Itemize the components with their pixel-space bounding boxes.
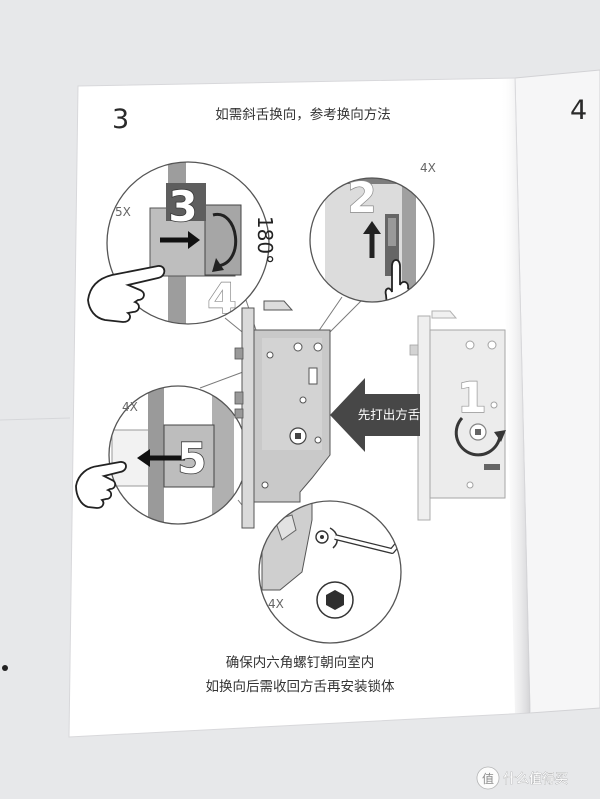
latch-tab [234, 347, 244, 360]
right-page-number: 4 [570, 95, 587, 126]
hex-key-icon [334, 535, 399, 553]
connector-line [199, 371, 244, 389]
left-arrow-icon [330, 378, 420, 452]
step-3-scale: 5X [115, 205, 131, 219]
callout-circle [106, 161, 270, 325]
callout-step-3: 4 3 180° 5X [87, 161, 277, 325]
lock-body-section [212, 388, 234, 523]
screw-hole [293, 342, 303, 352]
watermark-text: 什么值得买 [503, 771, 568, 787]
bolt-marker [484, 464, 500, 470]
cam-slot [308, 367, 318, 385]
step-5-scale: 4X [122, 400, 138, 414]
faceplate-hook [263, 300, 294, 311]
lock-case [429, 329, 506, 499]
faceplate-hook [431, 310, 458, 319]
rotate-arrow-icon [454, 416, 502, 457]
door-frame-top [310, 178, 434, 184]
spindle-square [295, 433, 301, 439]
screw-hole [465, 340, 475, 350]
screw-hole [299, 396, 307, 404]
pointing-hand-icon [75, 461, 127, 509]
page-heading: 如需斜舌换向，参考换向方法 [215, 106, 391, 123]
hex-socket-icon [326, 590, 344, 610]
up-arrow-icon [363, 221, 381, 234]
door-edge [148, 386, 164, 524]
callout-step-2: 2 4X [309, 161, 436, 303]
lock-body-ghost: 1 [409, 310, 506, 521]
rotate-arrow-head-icon [212, 258, 224, 272]
step-1-number: 1 [457, 373, 486, 422]
bolt-tab [234, 408, 244, 419]
watermark-logo: 值 [482, 771, 494, 786]
callout-circle [309, 177, 435, 303]
watermark-logo-ring [476, 766, 500, 790]
step-2-number: 2 [347, 173, 376, 222]
watermark: 值 什么值得买 [476, 766, 568, 790]
connector-line [317, 296, 343, 333]
rotation-label: 180° [253, 216, 277, 264]
screw-hole [313, 342, 323, 352]
screw-hole [487, 340, 497, 350]
lock-faceplate [241, 307, 255, 529]
screw-hole [261, 481, 269, 489]
note-line-1: 确保内六角螺钉朝向室内 [226, 654, 375, 671]
screw-center [320, 535, 324, 539]
lock-faceplate [402, 180, 416, 290]
pull-arrow-left-icon [137, 449, 150, 467]
push-arrow-right-icon [188, 231, 200, 249]
connector-line [325, 299, 363, 337]
bolt-slot-inner [388, 218, 396, 246]
latch-tab [409, 344, 419, 356]
rotate-arrow-head-icon [494, 430, 506, 442]
screw-hole [266, 351, 274, 359]
callout-circle [258, 500, 402, 644]
step-3-number: 3 [168, 182, 197, 231]
page-fold-shadow [500, 78, 530, 714]
step-5-number: 5 [177, 434, 206, 483]
hex-detail-scale: 4X [268, 597, 284, 611]
pointing-hand-icon [87, 265, 166, 323]
dark-shadow-block [166, 183, 206, 221]
screw-hole [490, 401, 498, 409]
callout-step-5: 5 4X [75, 385, 248, 525]
lock-body-main [234, 300, 331, 529]
rotate-arrow-icon [212, 213, 238, 268]
floor-speck [2, 665, 8, 671]
throw-bolt-arrow: 先打出方舌 [330, 378, 420, 452]
bolt-tab [234, 391, 244, 405]
screw-hole [314, 436, 322, 444]
callout-hex-detail: 4X [258, 500, 402, 644]
arrow-label: 先打出方舌 [358, 407, 421, 422]
step-2-scale: 4X [420, 161, 436, 175]
spindle-square [475, 429, 481, 435]
note-line-2: 如换向后需收回方舌再安装锁体 [206, 679, 395, 695]
left-page-number: 3 [112, 104, 129, 135]
screw-hole [466, 481, 474, 489]
floor-tile-seam [0, 417, 71, 421]
